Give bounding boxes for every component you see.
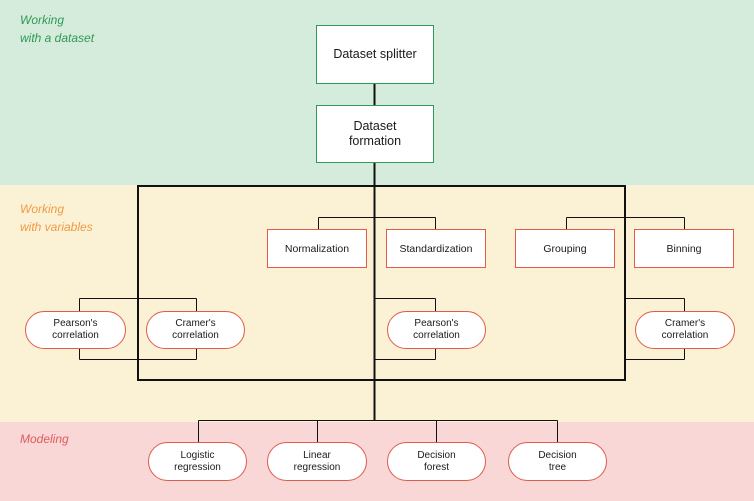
connector-frame (137, 185, 626, 381)
node-standardization-label: Standardization (399, 242, 473, 255)
node-cramer-correlation-right-label: Cramer's correlation (661, 318, 709, 341)
section-label-variables: Working with variables (20, 200, 93, 236)
node-dataset-formation-label: Dataset formation (348, 119, 402, 148)
node-binning-label: Binning (666, 242, 702, 255)
node-linear-regression-label: Linear regression (293, 449, 341, 473)
node-logistic-regression[interactable]: Logistic regression (148, 442, 247, 481)
node-decision-tree-label: Decision tree (538, 449, 577, 473)
node-cramer-correlation-right[interactable]: Cramer's correlation (635, 311, 735, 349)
band-modeling (0, 422, 754, 501)
node-pearson-correlation-mid-label: Pearson's correlation (413, 318, 460, 341)
node-pearson-correlation-left[interactable]: Pearson's correlation (25, 311, 126, 349)
node-grouping[interactable]: Grouping (515, 229, 615, 268)
node-decision-forest[interactable]: Decision forest (387, 442, 486, 481)
section-label-variables-line1: Working (20, 202, 65, 216)
node-pearson-correlation-left-label: Pearson's correlation (52, 318, 99, 341)
node-normalization[interactable]: Normalization (267, 229, 367, 268)
section-label-modeling-line1: Modeling (20, 432, 69, 446)
node-dataset-splitter-label: Dataset splitter (333, 47, 417, 61)
section-label-dataset: Working with a dataset (20, 11, 94, 47)
node-cramer-correlation-left-label: Cramer's correlation (172, 318, 219, 341)
node-cramer-correlation-left[interactable]: Cramer's correlation (146, 311, 245, 349)
node-pearson-correlation-mid[interactable]: Pearson's correlation (387, 311, 486, 349)
section-label-dataset-line1: Working (20, 13, 65, 27)
section-label-dataset-line2: with a dataset (20, 31, 95, 45)
node-linear-regression[interactable]: Linear regression (267, 442, 367, 481)
section-label-modeling: Modeling (20, 430, 69, 448)
node-standardization[interactable]: Standardization (386, 229, 486, 268)
node-decision-tree[interactable]: Decision tree (508, 442, 607, 481)
node-logistic-regression-label: Logistic regression (174, 449, 221, 473)
band-working-with-variables (0, 185, 754, 422)
section-label-variables-line2: with variables (20, 220, 93, 234)
node-binning[interactable]: Binning (634, 229, 734, 268)
node-grouping-label: Grouping (543, 242, 587, 255)
node-decision-forest-label: Decision forest (417, 449, 456, 473)
node-normalization-label: Normalization (284, 242, 350, 255)
node-dataset-splitter[interactable]: Dataset splitter (316, 25, 434, 84)
node-dataset-formation[interactable]: Dataset formation (316, 105, 434, 163)
